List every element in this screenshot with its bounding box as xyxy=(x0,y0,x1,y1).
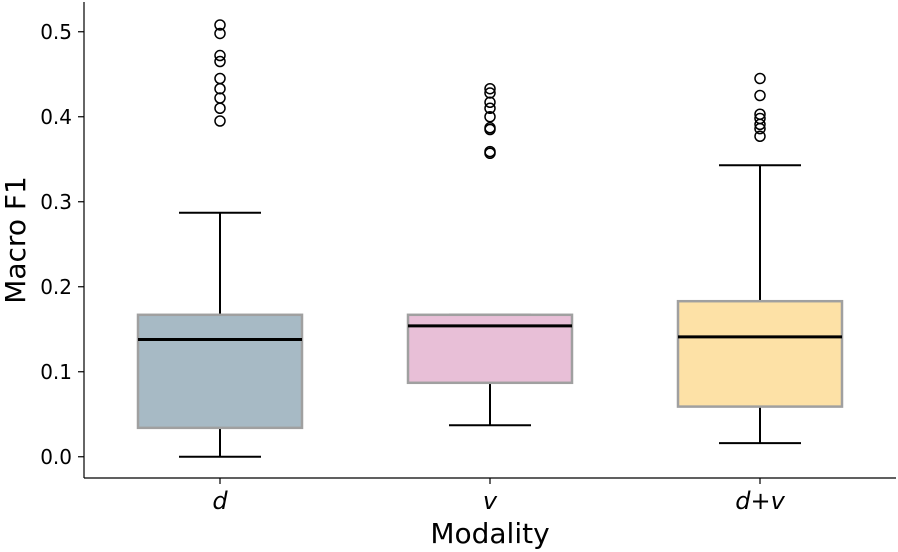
outlier-point xyxy=(484,82,496,95)
outlier-point xyxy=(484,111,496,123)
outlier-point xyxy=(484,96,496,109)
iqr-box xyxy=(136,313,304,430)
outlier-point xyxy=(214,49,226,62)
outlier-point xyxy=(214,92,226,104)
y-tick-label: 0.0 xyxy=(40,445,72,469)
outlier-point xyxy=(214,115,226,127)
x-axis-title: Modality xyxy=(430,517,549,550)
x-tick-label-d: d xyxy=(212,487,228,515)
y-tick-label: 0.5 xyxy=(40,20,72,44)
iqr-box xyxy=(676,299,844,408)
y-axis-title: Macro F1 xyxy=(0,176,32,304)
y-tick-label: 0.1 xyxy=(40,360,72,384)
plot-area xyxy=(136,19,844,458)
y-tick-label: 0.2 xyxy=(40,275,72,299)
y-tick-label: 0.4 xyxy=(40,105,72,129)
outlier-point xyxy=(754,108,766,120)
outlier-point xyxy=(214,19,226,31)
outlier-point xyxy=(754,89,766,102)
x-ticks: d v d+v xyxy=(212,478,786,515)
x-tick-label-v: v xyxy=(483,487,498,515)
x-tick-label-d+v: d+v xyxy=(735,487,785,515)
outlier-point xyxy=(214,82,226,95)
outlier-point xyxy=(754,112,766,125)
outlier-point xyxy=(214,102,226,114)
outlier-point xyxy=(214,27,226,40)
outlier-point xyxy=(214,55,226,68)
outlier-point xyxy=(214,72,226,85)
y-tick-label: 0.3 xyxy=(40,190,72,214)
box-d+v xyxy=(676,72,844,445)
box-v xyxy=(406,82,574,427)
outlier-point xyxy=(484,122,496,134)
outlier-point xyxy=(484,87,496,99)
outlier-point xyxy=(484,145,496,158)
y-ticks: 0.0 0.1 0.2 0.3 0.4 0.5 xyxy=(40,20,84,469)
outlier-point xyxy=(754,130,766,143)
outlier-point xyxy=(484,102,496,114)
box-d xyxy=(136,19,304,458)
outlier-point xyxy=(754,72,766,85)
